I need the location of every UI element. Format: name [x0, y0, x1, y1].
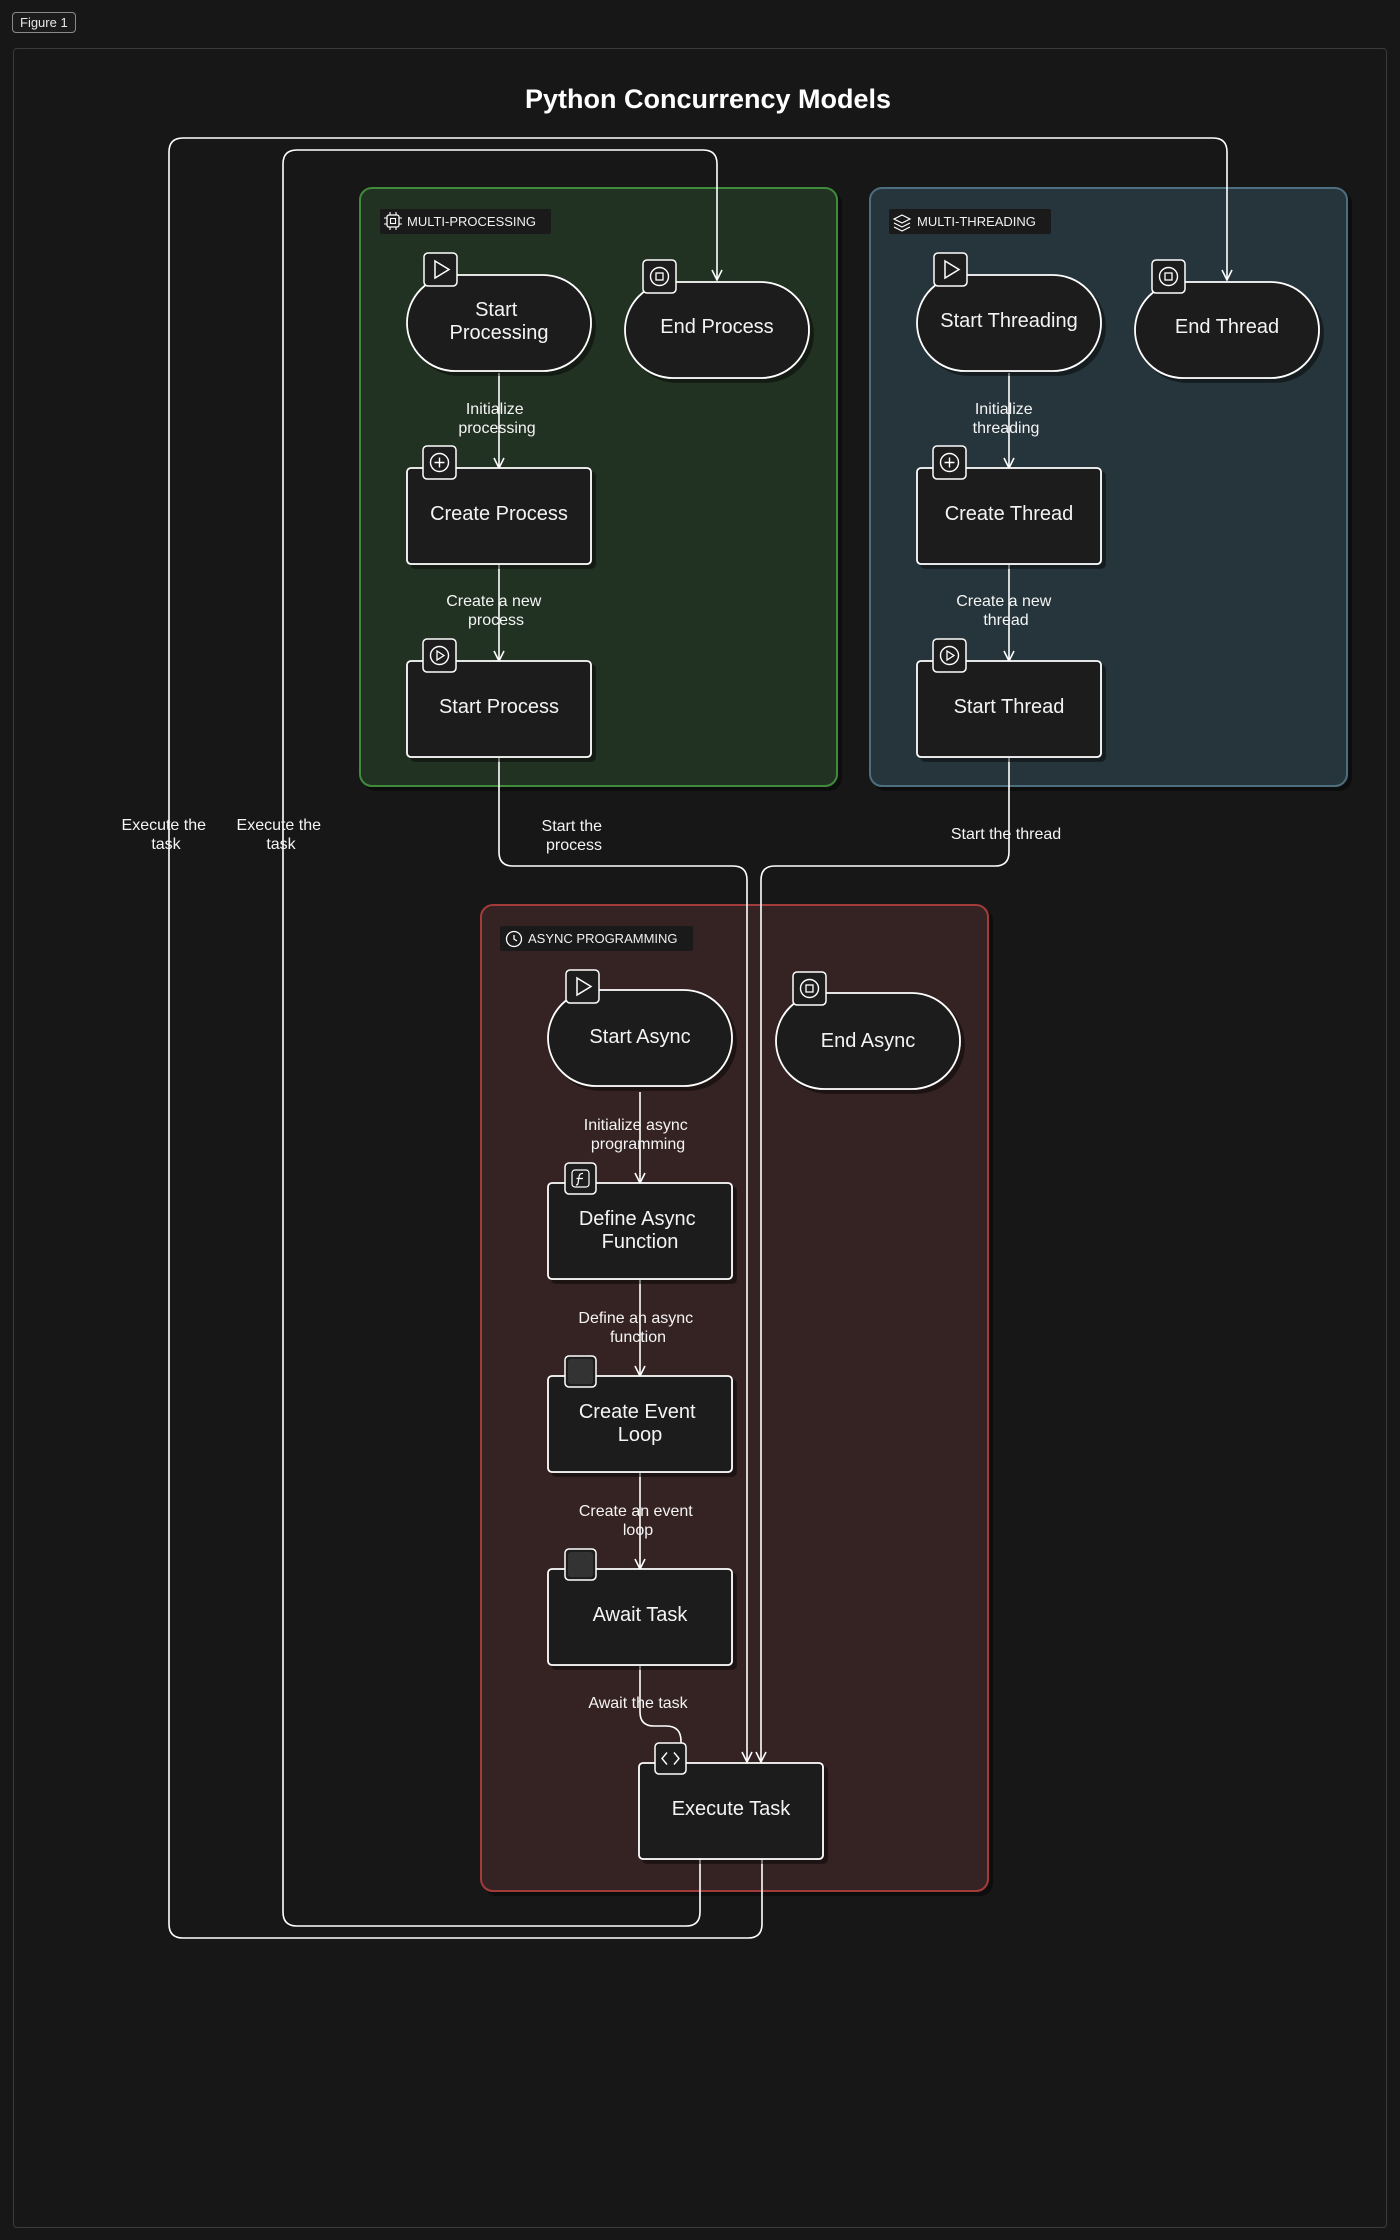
svg-text:Start Processing: Start Processing [450, 299, 549, 344]
node-define-async-function[interactable]: Define Async Function [547, 1162, 733, 1280]
play-icon [423, 252, 458, 287]
edge-labels: Initialize processing Create a new proce… [122, 401, 1062, 1712]
edge-start-thread-to-execute [761, 758, 1010, 1762]
edge-await-to-execute [639, 1666, 681, 1762]
play-circle-icon [422, 638, 457, 673]
edge-label-start-the-process: Start the process [542, 818, 607, 854]
loop-icon [564, 1355, 597, 1388]
cpu-icon [384, 212, 402, 230]
edge-label-await-the-task: Await the task [588, 1695, 688, 1712]
node-start-threading[interactable]: Start Threading [916, 252, 1102, 372]
plus-circle-icon [422, 445, 457, 480]
node-start-process[interactable]: Start Process [406, 638, 592, 758]
svg-text:End Process: End Process [660, 316, 773, 338]
plus-circle-icon [932, 445, 967, 480]
code-icon [654, 1742, 687, 1775]
edge-label-init-async: Initialize async programming [584, 1117, 693, 1153]
svg-text:Start Thread: Start Thread [954, 696, 1065, 718]
edge-label-create-new-thread: Create a new thread [956, 593, 1056, 629]
svg-text:Start Threading: Start Threading [940, 310, 1078, 332]
figure-label: Figure 1 [12, 12, 76, 33]
function-icon [564, 1162, 597, 1195]
hourglass-icon [564, 1548, 597, 1581]
layers-icon [892, 214, 912, 232]
svg-text:Execute Task: Execute Task [672, 1798, 792, 1820]
svg-text:End Async: End Async [821, 1030, 916, 1052]
clock-icon [505, 930, 523, 948]
node-end-async[interactable]: End Async [775, 971, 961, 1090]
node-end-process[interactable]: End Process [624, 259, 810, 379]
node-create-process[interactable]: Create Process [406, 445, 592, 565]
group-label-async: ASYNC PROGRAMMING [528, 931, 678, 946]
edge-label-execute-to-process: Execute the task [237, 817, 326, 853]
group-label-multiprocessing: MULTI-PROCESSING [407, 214, 536, 229]
edge-label-define-an-async: Define an async function [578, 1310, 697, 1346]
node-execute-task[interactable]: Execute Task [638, 1742, 824, 1860]
node-end-thread[interactable]: End Thread [1134, 259, 1320, 379]
node-await-task[interactable]: Await Task [547, 1548, 733, 1666]
play-icon [933, 252, 968, 287]
node-start-async[interactable]: Start Async [547, 969, 733, 1087]
figure-frame [13, 48, 1387, 2228]
group-label-multithreading: MULTI-THREADING [917, 214, 1036, 229]
edge-start-process-to-execute [498, 758, 747, 1762]
edge-label-init-processing: Initialize processing [458, 401, 535, 437]
svg-text:End Thread: End Thread [1175, 316, 1279, 338]
play-icon [565, 969, 600, 1004]
svg-text:Start Async: Start Async [589, 1026, 690, 1048]
edge-label-init-threading: Initialize threading [973, 401, 1040, 437]
svg-text:Create Thread: Create Thread [945, 503, 1074, 525]
svg-text:Start Process: Start Process [439, 696, 559, 718]
edges [168, 137, 1227, 1939]
stop-icon [642, 259, 677, 294]
svg-text:Create Process: Create Process [430, 503, 568, 525]
edge-label-create-an-event-loop: Create an event loop [579, 1503, 697, 1539]
diagram-title: Python Concurrency Models [525, 84, 891, 114]
svg-text:Await Task: Await Task [593, 1604, 689, 1626]
edge-execute-to-end-process [282, 149, 717, 1927]
svg-text:Define Async Function: Define Async Function [579, 1208, 701, 1253]
svg-text:Create Event Loop: Create Event Loop [579, 1401, 701, 1446]
node-start-processing[interactable]: Start Processing [406, 252, 592, 372]
edge-label-create-new-process: Create a new process [446, 593, 546, 629]
play-circle-icon [932, 638, 967, 673]
edge-execute-to-end-thread [168, 137, 1227, 1939]
stop-icon [1151, 259, 1186, 294]
node-start-thread[interactable]: Start Thread [916, 638, 1102, 758]
node-create-thread[interactable]: Create Thread [916, 445, 1102, 565]
stop-icon [792, 971, 827, 1006]
node-create-event-loop[interactable]: Create Event Loop [547, 1355, 733, 1473]
edge-label-start-the-thread: Start the thread [951, 826, 1061, 843]
edge-label-execute-to-thread: Execute the task [122, 817, 211, 853]
